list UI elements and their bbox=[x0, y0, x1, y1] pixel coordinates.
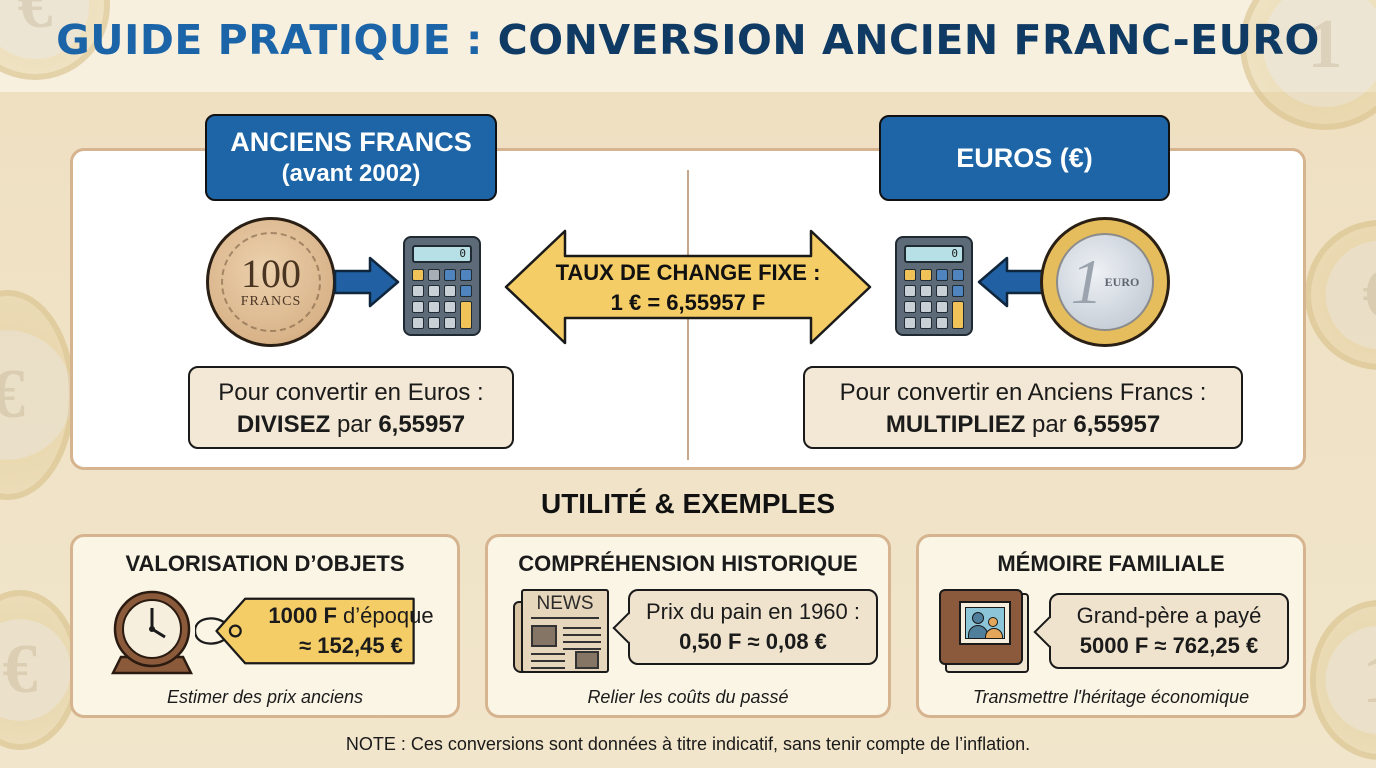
divide-rule-box: Pour convertir en Euros : DIVISEZ par 6,… bbox=[188, 366, 514, 449]
price-tag-text: 1000 F d’époque ≈ 152,45 € bbox=[253, 601, 449, 661]
clock-icon bbox=[110, 590, 194, 675]
divide-rule-par: par bbox=[336, 411, 372, 438]
multiply-rule-verb: MULTIPLIEZ bbox=[885, 411, 1026, 438]
divide-rule-text: Pour convertir en Euros : bbox=[218, 379, 484, 406]
card-memoire: MÉMOIRE FAMILIALE Grand-père a payé 5000… bbox=[916, 534, 1306, 718]
page-title: GUIDE PRATIQUE : CONVERSION ANCIEN FRANC… bbox=[0, 16, 1376, 64]
calculator-display: 0 bbox=[904, 245, 964, 263]
background-euro-coin-icon: € bbox=[1305, 220, 1376, 370]
francs-header-subtitle: (avant 2002) bbox=[281, 160, 421, 187]
bubble-value: 0,50 F ≈ 0,08 € bbox=[679, 629, 827, 654]
franc-coin-currency: FRANCS bbox=[240, 294, 302, 309]
calculator-display: 0 bbox=[412, 245, 472, 263]
arrow-left-icon bbox=[977, 256, 1043, 308]
background-euro-coin-icon: € bbox=[0, 590, 80, 750]
newspaper-icon: NEWS bbox=[513, 589, 610, 675]
title-part2: CONVERSION ANCIEN FRANC-EURO bbox=[497, 16, 1320, 64]
multiply-rule-value: 6,55957 bbox=[1073, 411, 1161, 438]
exchange-rate-label: TAUX DE CHANGE FIXE : 1 € = 6,55957 F bbox=[503, 258, 873, 318]
arrow-right-icon bbox=[334, 256, 400, 308]
section-title: UTILITÉ & EXEMPLES bbox=[540, 488, 836, 519]
divide-rule-value: 6,55957 bbox=[378, 411, 466, 438]
background-euro-coin-icon: € bbox=[0, 0, 110, 80]
card-caption: Transmettre l'héritage économique bbox=[972, 687, 1250, 707]
card-caption: Estimer des prix anciens bbox=[166, 687, 364, 707]
exchange-rate-title: TAUX DE CHANGE FIXE : bbox=[555, 260, 821, 285]
price-tag-epoch: d’époque bbox=[343, 603, 434, 628]
footnote: NOTE : Ces conversions sont données à ti… bbox=[345, 734, 1031, 754]
bubble-text: Prix du pain en 1960 : bbox=[645, 599, 861, 624]
multiply-rule-par: par bbox=[1032, 411, 1067, 438]
price-tag-euros: ≈ 152,45 € bbox=[299, 633, 403, 658]
speech-bubble: Grand-père a payé 5000 F ≈ 762,25 € bbox=[1049, 593, 1289, 669]
background-euro-coin-icon: € bbox=[0, 290, 75, 500]
card-title: MÉMOIRE FAMILIALE bbox=[997, 551, 1225, 576]
card-historique: COMPRÉHENSION HISTORIQUE NEWS Prix du pa… bbox=[485, 534, 891, 718]
newspaper-label: NEWS bbox=[536, 593, 594, 614]
title-part1: GUIDE PRATIQUE : bbox=[56, 16, 483, 64]
francs-header: ANCIENS FRANCS (avant 2002) bbox=[205, 114, 497, 201]
photo-album-icon bbox=[939, 589, 1031, 673]
franc-coin-value: 100 bbox=[241, 251, 301, 296]
card-title: COMPRÉHENSION HISTORIQUE bbox=[518, 551, 858, 576]
background-euro-coin-icon: 1 bbox=[1240, 0, 1376, 130]
calculator-icon: 0 bbox=[895, 236, 973, 336]
euros-header: EUROS (€) bbox=[879, 115, 1170, 201]
calculator-icon: 0 bbox=[403, 236, 481, 336]
bubble-value: 5000 F ≈ 762,25 € bbox=[1079, 633, 1259, 658]
speech-bubble: Prix du pain en 1960 : 0,50 F ≈ 0,08 € bbox=[628, 589, 878, 665]
euro-coin-label: EURO bbox=[1104, 274, 1140, 289]
euro-coin-value: 1 bbox=[1070, 246, 1103, 317]
euros-header-title: EUROS (€) bbox=[956, 142, 1093, 173]
card-title: VALORISATION D’OBJETS bbox=[125, 551, 405, 576]
multiply-rule-box: Pour convertir en Anciens Francs : MULTI… bbox=[803, 366, 1243, 449]
francs-header-title: ANCIENS FRANCS bbox=[230, 127, 472, 157]
bubble-text: Grand-père a payé bbox=[1076, 603, 1262, 628]
card-valorisation: VALORISATION D’OBJETS 1000 F d’époque ≈ … bbox=[70, 534, 460, 718]
divide-rule-verb: DIVISEZ bbox=[236, 411, 331, 438]
euro-coin-icon: 1 EURO bbox=[1040, 217, 1170, 347]
price-tag-icon bbox=[195, 597, 415, 665]
double-arrow-icon bbox=[504, 229, 872, 345]
price-tag-francs: 1000 F bbox=[268, 603, 337, 628]
multiply-rule-text: Pour convertir en Anciens Francs : bbox=[839, 379, 1207, 406]
card-caption: Relier les coûts du passé bbox=[587, 687, 789, 707]
title-band bbox=[0, 0, 1376, 92]
franc-coin-icon: 100 FRANCS bbox=[206, 217, 336, 347]
exchange-rate-value: 1 € = 6,55957 F bbox=[610, 290, 766, 315]
